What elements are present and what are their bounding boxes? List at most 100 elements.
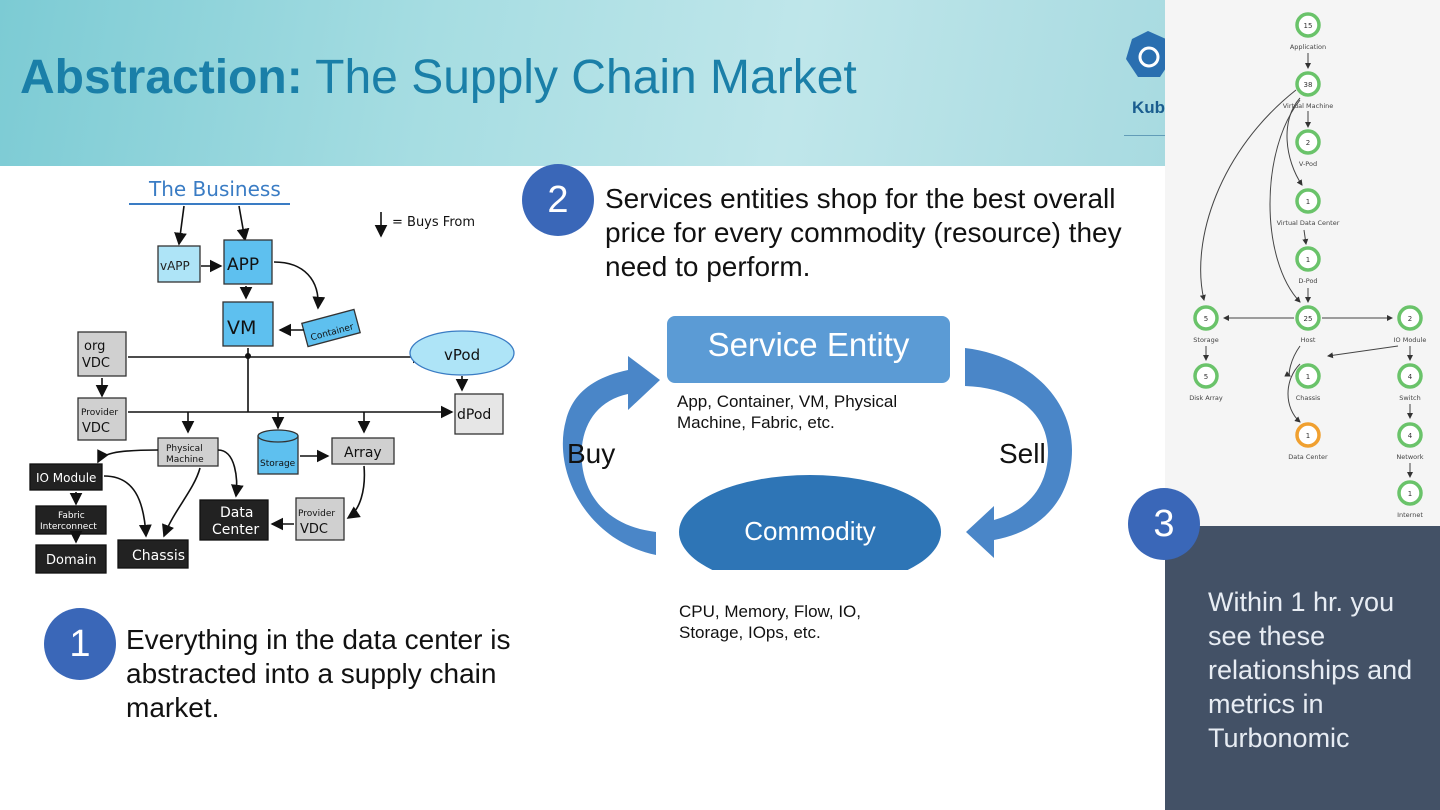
tree-node-count: 2 — [1408, 315, 1412, 323]
physical-machine-label-2: Machine — [166, 455, 204, 465]
tree-node-count: 15 — [1304, 22, 1313, 30]
tree-node-ring — [1397, 480, 1423, 506]
node-fabric-interconnect: Fabric Interconnect — [35, 505, 107, 535]
business-sketch-diagram: The Business = Buys From vAPP APP VM Con… — [29, 177, 515, 574]
tree-node-label: Virtual Data Center — [1277, 219, 1340, 227]
buy-arrow — [562, 356, 660, 555]
dpod-label: dPod — [457, 407, 491, 423]
provider-vdc2-label-2: VDC — [300, 522, 328, 537]
io-module-label: IO Module — [36, 471, 96, 485]
edge-chassis-datacenter — [1287, 363, 1301, 423]
node-vpod: vPod — [409, 330, 515, 376]
tree-node-ring — [1295, 422, 1321, 448]
node-container: Container — [301, 308, 361, 348]
sell-label: Sell — [999, 438, 1046, 469]
commodity-label: Commodity — [744, 516, 876, 546]
sell-arrow — [965, 348, 1072, 558]
edge-vm-vdc — [1286, 97, 1303, 186]
tree-node-count: 38 — [1304, 81, 1313, 89]
tree-node-label: Internet — [1397, 511, 1423, 519]
tree-node-count: 4 — [1408, 432, 1413, 440]
turbonomic-info-panel — [1165, 526, 1440, 810]
node-data-center: Data Center — [199, 499, 269, 541]
domain-label: Domain — [46, 553, 96, 568]
tree-node-ring — [1397, 422, 1423, 448]
service-entity-label: Service Entity — [707, 326, 910, 363]
chassis-label: Chassis — [132, 548, 185, 564]
edge-host-chassis — [1284, 345, 1301, 377]
node-vm: VM — [222, 301, 274, 347]
storage-label: Storage — [260, 459, 296, 469]
tree-node-d-pod[interactable]: 1D-Pod — [1295, 246, 1321, 285]
service-entity-box — [667, 316, 950, 383]
slide-title: Abstraction: The Supply Chain Market — [20, 50, 857, 105]
arrow-business-app — [236, 205, 250, 242]
node-array: Array — [331, 437, 395, 465]
tree-node-ring — [1397, 363, 1423, 389]
arrow-physical-io — [97, 449, 159, 464]
tree-node-count: 1 — [1306, 256, 1310, 264]
title-bold: Abstraction: — [20, 51, 303, 104]
tree-node-ring — [1295, 71, 1321, 97]
tree-node-ring — [1295, 12, 1321, 38]
node-io-module: IO Module — [29, 463, 103, 491]
tree-node-count: 25 — [1304, 315, 1313, 323]
tree-node-v-pod[interactable]: 2V-Pod — [1295, 129, 1321, 168]
kubernetes-wheel-icon — [1126, 31, 1172, 77]
vm-label: VM — [227, 317, 256, 339]
tree-node-label: Disk Array — [1189, 394, 1223, 402]
vapp-label: vAPP — [160, 259, 190, 273]
app-label: APP — [227, 255, 259, 275]
fabric-label-1: Fabric — [58, 511, 85, 521]
tree-node-count: 1 — [1306, 432, 1310, 440]
legend-text: = Buys From — [392, 215, 475, 230]
provider-vdc2-label-1: Provider — [298, 509, 335, 519]
node-provider-vdc: Provider VDC — [77, 397, 127, 441]
data-center-label-2: Center — [212, 522, 259, 538]
tree-node-label: Application — [1290, 43, 1326, 51]
logo-divider — [1124, 135, 1174, 136]
physical-machine-label-1: Physical — [166, 444, 203, 454]
logo-text: Kub — [1132, 98, 1166, 117]
title-rest: The Supply Chain Market — [302, 51, 857, 104]
tree-node-label: V-Pod — [1299, 160, 1317, 168]
tree-node-io-module[interactable]: 2 IO Module — [1394, 305, 1427, 344]
tree-node-ring — [1295, 129, 1321, 155]
fabric-label-2: Interconnect — [40, 522, 97, 532]
arrow-physical-chassis — [162, 467, 201, 538]
node-vapp: vAPP — [157, 245, 201, 283]
tree-node-ring — [1193, 363, 1219, 389]
commodity-examples: CPU, Memory, Flow, IO, Storage, IOps, et… — [679, 602, 861, 642]
tree-node-count: 5 — [1204, 315, 1208, 323]
buy-sell-cycle — [562, 316, 1072, 570]
step-3-badge: 3 — [1128, 488, 1200, 560]
node-provider-vdc-2: Provider VDC — [295, 497, 345, 541]
tree-node-label: Storage — [1193, 336, 1218, 344]
tree-node-count: 5 — [1204, 373, 1208, 381]
tree-node-count: 1 — [1306, 198, 1310, 206]
vpod-label: vPod — [444, 346, 480, 364]
org-vdc-label-1: org — [84, 339, 105, 354]
node-physical-machine: Physical Machine — [157, 437, 219, 467]
business-label: The Business — [148, 177, 281, 201]
node-chassis: Chassis — [117, 539, 189, 569]
provider-vdc-label-2: VDC — [82, 421, 110, 436]
node-domain: Domain — [35, 544, 107, 574]
step-2-badge: 2 — [522, 164, 594, 236]
commodity-ellipse — [679, 475, 941, 570]
tree-node-label: Virtual Machine — [1283, 102, 1334, 110]
org-vdc-label-2: VDC — [82, 356, 110, 371]
tree-node-label: IO Module — [1394, 336, 1427, 344]
